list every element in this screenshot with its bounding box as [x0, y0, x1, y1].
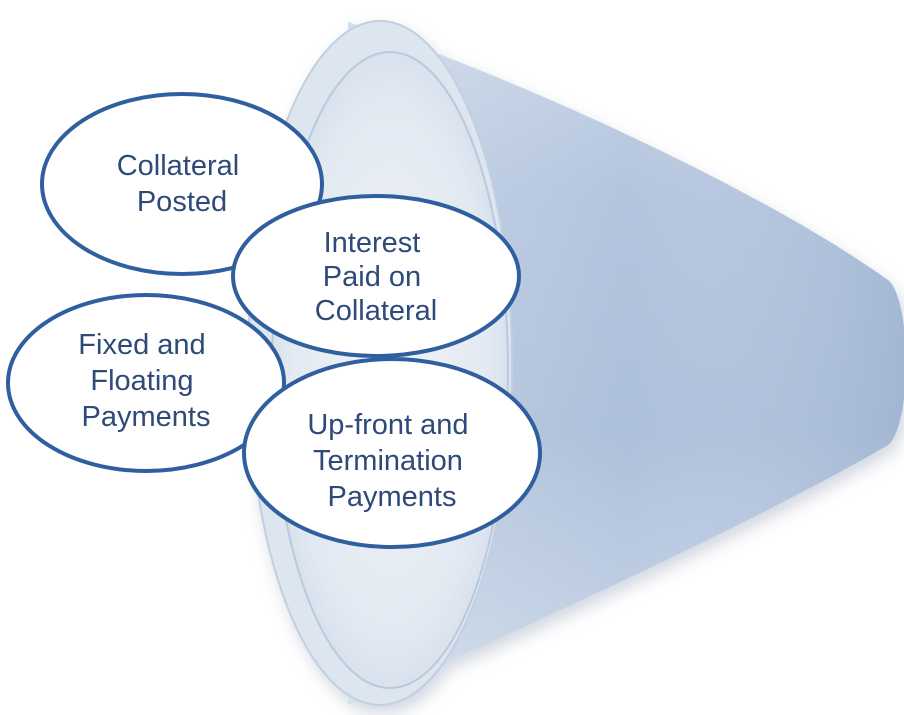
oval-label-line: Payments	[82, 401, 211, 433]
oval-label: Fixed and Floating Payments	[78, 329, 213, 433]
oval-fixed-floating: Fixed and Floating Payments	[6, 293, 286, 473]
oval-interest-paid: Interest Paid on Collateral	[231, 194, 521, 358]
oval-label-line: Collateral	[315, 295, 438, 327]
oval-label-line: Payments	[328, 481, 457, 513]
oval-shape	[6, 293, 286, 473]
oval-shape	[40, 92, 324, 276]
oval-label: Up-front and Termination Payments	[307, 409, 476, 513]
oval-collateral-posted: Collateral Posted	[40, 92, 324, 276]
oval-label-line: Floating	[90, 365, 193, 397]
oval-shape	[242, 357, 542, 549]
oval-label-line: Collateral	[117, 150, 240, 182]
oval-label-line: Fixed and	[78, 329, 205, 361]
oval-upfront-termination: Up-front and Termination Payments	[242, 357, 542, 549]
oval-label-line: Posted	[137, 186, 227, 218]
oval-label-line: Termination	[313, 445, 463, 477]
oval-label: Interest Paid on Collateral	[315, 227, 438, 327]
oval-label-line: Up-front and	[307, 409, 468, 441]
oval-label: Collateral Posted	[117, 150, 248, 218]
oval-label-line: Interest	[324, 227, 421, 259]
oval-label-line: Paid on	[323, 261, 421, 293]
oval-shape	[231, 194, 521, 358]
